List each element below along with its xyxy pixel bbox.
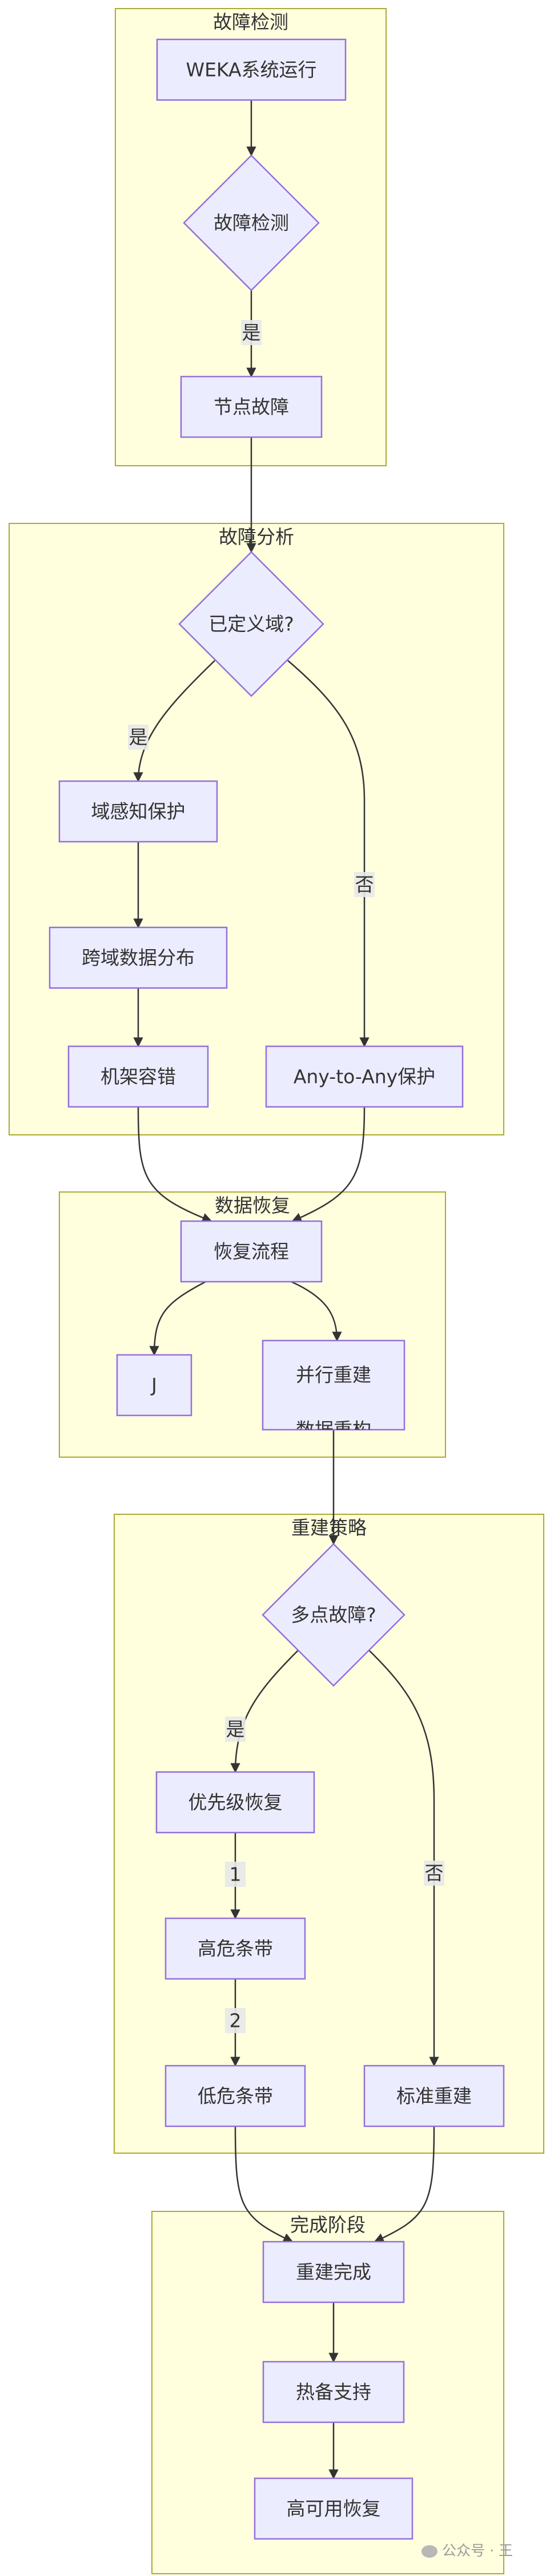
node-priority[interactable]: 优先级恢复	[155, 1771, 315, 1834]
edge-any-to-any-to-recovery-flow	[291, 1106, 366, 1222]
edge-label-text: 否	[425, 1862, 444, 1885]
edge-label-background	[225, 2008, 246, 2033]
process-box[interactable]	[164, 2065, 306, 2127]
node-label: 跨域数据分布	[82, 947, 195, 969]
node-node-fail[interactable]: 节点故障	[180, 375, 323, 438]
edge-label-background	[354, 872, 375, 897]
node-multi-q[interactable]: 多点故障?	[262, 1543, 406, 1687]
node-rack[interactable]: 机架容错	[67, 1045, 209, 1108]
edge-label-background	[128, 725, 148, 750]
edge-standard-to-rebuild-done	[374, 2126, 435, 2243]
edge-low-risk-to-rebuild-done	[234, 2126, 294, 2243]
edge-label-text: 1	[230, 1863, 242, 1886]
cluster-title: 故障检测	[213, 11, 288, 33]
process-box[interactable]	[49, 926, 228, 989]
decision-diamond[interactable]	[178, 551, 324, 697]
edge-multi-q-to-standard	[368, 1650, 439, 2067]
node-weka[interactable]: WEKA系统运行	[156, 38, 347, 101]
edge-label: 是	[241, 320, 262, 345]
node-label: 高可用恢复	[287, 2498, 381, 2520]
edge-label: 否	[354, 872, 375, 897]
edge-label: 是	[225, 1717, 246, 1742]
node-rebuild-done[interactable]: 重建完成	[262, 2241, 405, 2303]
node-label: 高危条带	[198, 1938, 273, 1960]
node-domain-q[interactable]: 已定义域?	[178, 551, 324, 697]
node-label: 并行重建	[296, 1364, 371, 1386]
node-label: 节点故障	[214, 396, 289, 418]
cluster-title: 重建策略	[291, 1517, 367, 1539]
node-any-to-any[interactable]: Any-to-Any保护	[265, 1045, 464, 1108]
process-box[interactable]	[164, 1917, 306, 1980]
decision-diamond[interactable]	[262, 1543, 406, 1687]
node-label: 热备支持	[296, 2381, 371, 2403]
process-box[interactable]	[363, 2065, 505, 2127]
watermark-text: 公众号 · 王	[442, 2542, 513, 2559]
process-box[interactable]	[155, 1771, 315, 1834]
node-label: WEKA系统运行	[186, 59, 316, 81]
edge-label: 否	[424, 1861, 444, 1886]
cluster-title: 完成阶段	[290, 2214, 366, 2236]
node-label: 已定义域?	[208, 613, 294, 635]
node-label: 机架容错	[101, 1066, 176, 1088]
node-label: 优先级恢复	[188, 1791, 283, 1814]
edge-recovery-flow-to-small-j	[149, 1281, 206, 1356]
edge-label: 是	[128, 725, 148, 750]
node-label: 域感知保护	[91, 801, 186, 823]
edge-multi-q-to-priority	[230, 1650, 299, 1773]
node-label: 标准重建	[396, 2085, 472, 2107]
edge-label-background	[225, 1717, 246, 1742]
edge-label-text: 是	[226, 1718, 245, 1741]
process-box[interactable]	[262, 2241, 405, 2303]
process-box[interactable]	[262, 2361, 405, 2423]
cluster-title: 数据恢复	[215, 1194, 290, 1217]
process-box[interactable]	[254, 2477, 414, 2540]
cluster-title: 故障分析	[219, 526, 294, 548]
watermark: 公众号 · 王	[421, 2539, 513, 2560]
node-label: 多点故障?	[291, 1604, 376, 1626]
edge-label: 1	[225, 1862, 246, 1887]
decision-diamond[interactable]	[183, 154, 320, 291]
edge-label-text: 2	[230, 2010, 242, 2032]
process-box[interactable]	[262, 1339, 406, 1431]
edge-label-text: 是	[242, 322, 261, 344]
node-label: 恢复流程	[214, 1241, 289, 1263]
edge-recovery-flow-to-parallel	[291, 1281, 342, 1342]
node-label: J	[150, 1374, 157, 1397]
node-label: 故障检测	[214, 212, 289, 234]
edge-label-background	[424, 1861, 444, 1886]
node-hot-spare[interactable]: 热备支持	[262, 2361, 405, 2423]
node-standard[interactable]: 标准重建	[363, 2065, 505, 2127]
process-box[interactable]	[180, 1220, 323, 1283]
node-small-j[interactable]: J	[116, 1354, 192, 1417]
node-label: Any-to-Any保护	[294, 1066, 435, 1088]
node-low-risk[interactable]: 低危条带	[164, 2065, 306, 2127]
node-high-risk[interactable]: 高危条带	[164, 1917, 306, 1980]
process-box[interactable]	[67, 1045, 209, 1108]
process-box[interactable]	[116, 1354, 192, 1417]
node-domain-aware[interactable]: 域感知保护	[58, 780, 218, 843]
edge-label-text: 是	[129, 726, 148, 749]
edge-label: 2	[225, 2008, 246, 2033]
edge-domain-q-to-any-to-any	[287, 660, 370, 1047]
node-cross-domain[interactable]: 跨域数据分布	[49, 926, 228, 989]
process-box[interactable]	[180, 375, 323, 438]
edge-domain-q-to-domain-aware	[133, 660, 215, 782]
node-ha-recover[interactable]: 高可用恢复	[254, 2477, 414, 2540]
node-detect-d[interactable]: 故障检测	[183, 154, 320, 291]
node-label: 低危条带	[198, 2085, 273, 2107]
node-label: 重建完成	[296, 2261, 371, 2283]
node-label-secondary: 数据重构	[296, 1419, 371, 1441]
process-box[interactable]	[58, 780, 218, 843]
node-recovery-flow[interactable]: 恢复流程	[180, 1220, 323, 1283]
edge-label-background	[241, 320, 262, 345]
process-box[interactable]	[265, 1045, 464, 1108]
edge-rack-to-recovery-flow	[137, 1106, 212, 1223]
edge-label-text: 否	[355, 874, 374, 896]
process-box[interactable]	[156, 38, 347, 101]
wechat-icon	[421, 2545, 438, 2558]
edge-label-background	[225, 1862, 246, 1887]
